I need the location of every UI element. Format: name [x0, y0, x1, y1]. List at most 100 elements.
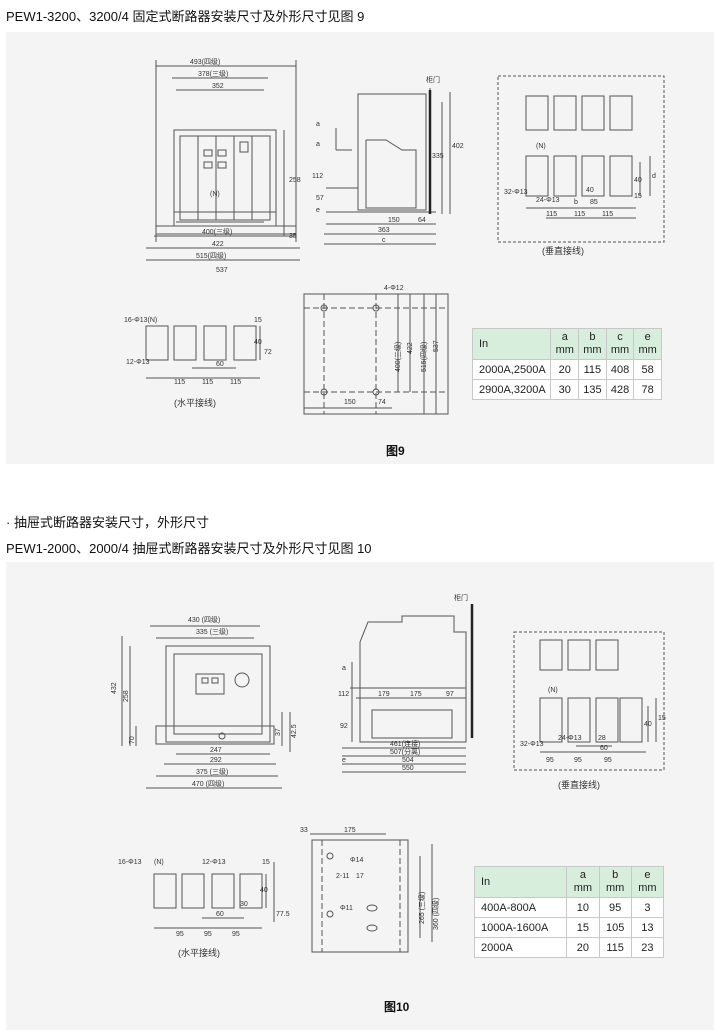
f10-front-right-dim: 37: [275, 728, 282, 736]
f9-front-bottom-dim: 515(四级): [196, 251, 226, 260]
f9-side-bottom-dim: 363: [378, 227, 390, 234]
f10-vert-label: 32-Φ13: [520, 741, 544, 748]
f9-mount-label: 515(四级): [419, 342, 428, 372]
f9-side-left-label: 57: [316, 195, 324, 202]
f9-horiz-label: 72: [264, 349, 272, 356]
f9-vert-label: d: [652, 173, 656, 180]
f9-vert-label: 115: [574, 211, 585, 218]
f9-vert-label: (N): [536, 143, 546, 150]
figure-10-drawing: 430 (四级) 335 (三级) 432 258 70 37 42.5 247…: [111, 593, 666, 958]
table-cell: 408: [605, 359, 635, 380]
f10-mount-label: 2-11: [336, 873, 350, 880]
figure-10-panel: 430 (四级) 335 (三级) 432 258 70 37 42.5 247…: [6, 562, 714, 1030]
table-cell: 115: [598, 937, 632, 958]
table-cell: 135: [578, 379, 607, 400]
f9-horiz-label: 115: [230, 379, 241, 386]
heading-fixed: PEW1-3200、3200/4 固定式断路器安装尺寸及外形尺寸见图 9: [6, 9, 365, 24]
f10-side-top-dim: 179: [378, 691, 390, 698]
f10-horiz-label: 95: [204, 931, 212, 938]
figure-9-caption: 图9: [386, 444, 405, 458]
table-header-cell: In: [471, 328, 552, 360]
table-cell: 78: [633, 379, 662, 400]
f9-vert-caption: (垂直接线): [542, 245, 584, 256]
f10-front-top-dim: 335 (三级): [196, 627, 228, 636]
table-row: 2000A 20 115 23: [473, 937, 665, 958]
f10-front-top-dim: 430 (四级): [188, 615, 220, 624]
f10-mount-label: 17: [356, 873, 364, 880]
f9-vert-label: 115: [546, 211, 557, 218]
f10-horiz-caption: (水平接线): [178, 947, 220, 958]
f10-side-bottom-dim: 504: [402, 757, 414, 764]
table-cell: 20: [566, 937, 600, 958]
table-cell: 115: [578, 359, 607, 380]
f9-front-bottom-dim: 400(三级): [202, 227, 232, 236]
f9-vert-label: 85: [590, 199, 598, 206]
f10-vert-label: 60: [600, 745, 608, 752]
f10-horiz-label: 77.5: [276, 911, 290, 918]
f9-side-bottom-dim: 64: [418, 217, 426, 224]
f10-side-top-dim: 175: [410, 691, 422, 698]
table-cell: 105: [598, 917, 632, 938]
f9-front-top-dim: 352: [212, 83, 224, 90]
table-header-cell: a mm: [566, 866, 600, 898]
f9-vert-label: 24-Φ13: [536, 197, 560, 204]
table-cell: 95: [598, 897, 632, 918]
table-cell: 400A-800A: [473, 897, 568, 918]
f9-horiz-label: 15: [254, 317, 262, 324]
f9-horiz-label: 60: [216, 361, 224, 368]
f9-horiz-label: 16-Φ13(N): [124, 317, 157, 324]
table-cell: 58: [633, 359, 662, 380]
f10-horiz-label: 95: [176, 931, 184, 938]
table-row: 2900A,3200A 30 135 428 78: [471, 379, 662, 400]
f9-vert-label: 40: [586, 187, 594, 194]
table-cell: 2000A,2500A: [471, 359, 552, 380]
f10-mount-label: 33: [300, 827, 308, 834]
f10-horiz-label: 16-Φ13: [118, 859, 142, 866]
f10-vert-caption: (垂直接线): [558, 779, 600, 790]
f10-vert-label: 95: [546, 757, 554, 764]
f9-mount-label: 150: [344, 399, 356, 406]
f9-side-door-label: 柜门: [426, 75, 440, 84]
f10-mount-label: Φ11: [340, 905, 353, 912]
f10-side-left-label: e: [342, 757, 346, 764]
table-cell: 10: [566, 897, 600, 918]
f10-horiz-label: 15: [262, 859, 270, 866]
table-header-row: In a mm b mm e mm: [473, 866, 665, 898]
f9-horiz-label: 115: [174, 379, 185, 386]
f10-front-left-dim: 432: [111, 682, 118, 694]
table-cell: 20: [550, 359, 580, 380]
table-cell: 2900A,3200A: [471, 379, 552, 400]
f9-side-left-label: e: [316, 207, 320, 214]
figure-10-caption: 图10: [384, 1000, 410, 1014]
table-cell: 1000A-1600A: [473, 917, 568, 938]
f10-front-bottom-dim: 292: [210, 757, 222, 764]
table-row: 2000A,2500A 20 115 408 58: [471, 359, 662, 380]
f10-mount-label: 265 (三级): [417, 892, 426, 924]
f10-front-right-dim: 42.5: [291, 724, 298, 738]
f10-front-left-dim: 70: [129, 736, 136, 744]
heading-drawout-bullet: · 抽屉式断路器安装尺寸，外形尺寸: [6, 515, 209, 530]
heading-drawout: PEW1-2000、2000/4 抽屉式断路器安装尺寸及外形尺寸见图 10: [6, 541, 372, 556]
f9-side-right-dim: 402: [452, 143, 464, 150]
f10-horiz-label: 60: [216, 911, 224, 918]
table-header-cell: In: [473, 866, 568, 898]
f10-horiz-label: 12-Φ13: [202, 859, 226, 866]
f9-front-top-dim: 493(四级): [190, 57, 220, 66]
table-cell: 13: [630, 917, 665, 938]
table-cell: 30: [550, 379, 580, 400]
f10-vert-label: 15: [658, 715, 666, 722]
f9-mount-label: 74: [378, 399, 386, 406]
table-cell: 3: [630, 897, 665, 918]
f10-horiz-label: 95: [232, 931, 240, 938]
f10-horiz-label: 30: [240, 901, 248, 908]
f9-mount-label: 400(三级): [393, 342, 402, 372]
table-cell: 428: [605, 379, 635, 400]
f9-horiz-label: 40: [254, 339, 262, 346]
f10-side-bottom-dim: 461(连接): [390, 739, 420, 748]
f9-vert-label: 32-Φ13: [504, 189, 528, 196]
table-header-cell: e mm: [633, 328, 662, 360]
table-header-cell: b mm: [578, 328, 607, 360]
f10-mount-label: 175: [344, 827, 356, 834]
f9-horiz-caption: (水平接线): [174, 397, 216, 408]
table-header-cell: c mm: [605, 328, 635, 360]
